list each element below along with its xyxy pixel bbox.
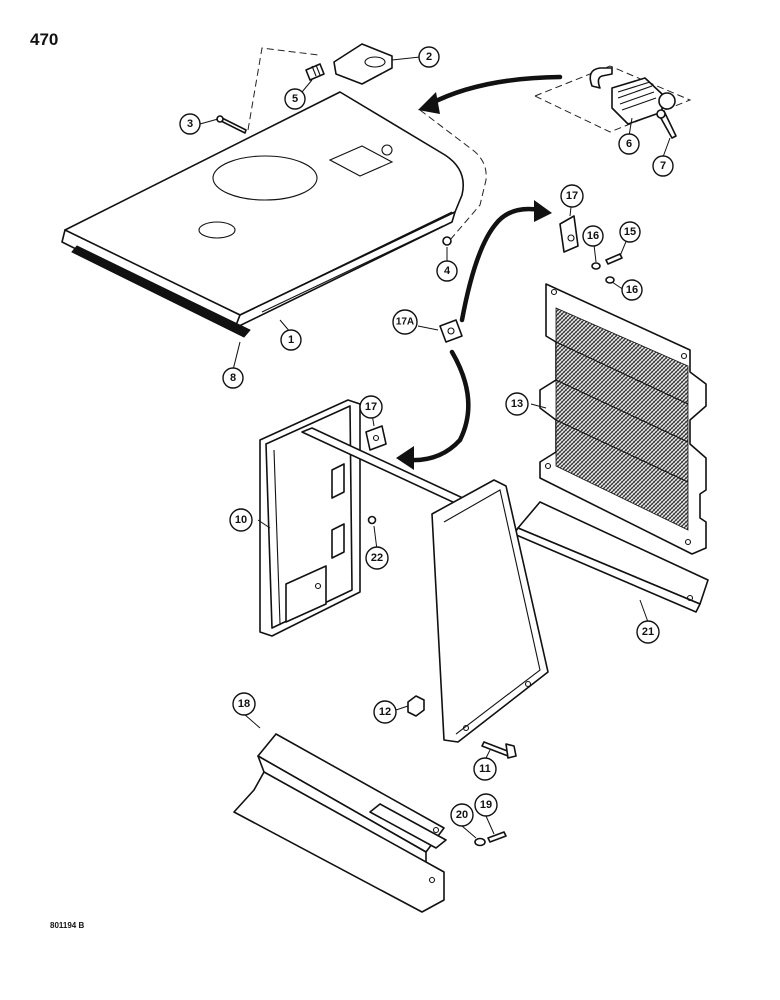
- washer-upper: [591, 262, 601, 270]
- screw: [216, 115, 247, 134]
- svg-text:7: 7: [660, 160, 666, 172]
- callout-16-upper: 16: [582, 225, 604, 247]
- callout-6: 6: [618, 133, 640, 155]
- svg-text:20: 20: [456, 809, 468, 821]
- svg-text:15: 15: [624, 226, 636, 238]
- frame-nut: [367, 515, 377, 525]
- side-panel: [431, 479, 549, 743]
- svg-text:13: 13: [511, 398, 523, 410]
- seal-strip: [71, 245, 251, 338]
- hinge-spring: [305, 63, 325, 81]
- svg-text:17A: 17A: [396, 317, 414, 328]
- callout-21: 21: [636, 620, 660, 644]
- svg-text:3: 3: [187, 118, 193, 130]
- callout-3: 3: [179, 113, 201, 135]
- callout-10: 10: [229, 508, 253, 532]
- svg-text:16: 16: [587, 230, 599, 242]
- callout-16-lower: 16: [621, 279, 643, 301]
- angle-bracket: [513, 501, 709, 613]
- bottom-washer: [474, 837, 486, 847]
- callout-7: 7: [652, 155, 674, 177]
- svg-text:6: 6: [626, 138, 632, 150]
- callout-12: 12: [373, 700, 397, 724]
- svg-text:17: 17: [365, 401, 377, 413]
- callout-15: 15: [619, 221, 641, 243]
- svg-text:11: 11: [479, 763, 491, 775]
- bottom-bracket: [233, 733, 447, 913]
- callout-4: 4: [436, 260, 458, 282]
- callout-18: 18: [232, 692, 256, 716]
- callout-5: 5: [284, 88, 306, 110]
- callout-17-upper: 17: [560, 184, 584, 208]
- side-frame: [259, 399, 361, 637]
- svg-text:10: 10: [235, 514, 247, 526]
- hex-bolt: [481, 741, 517, 759]
- latch-upper: [559, 215, 579, 253]
- lock-plate: [333, 43, 393, 85]
- callout-22: 22: [365, 546, 389, 570]
- latch-17A: [439, 319, 463, 343]
- bolt-upper: [605, 253, 623, 265]
- callout-11: 11: [473, 757, 497, 781]
- drawing-code: 801194 B: [50, 921, 85, 930]
- callout-17-lower: 17: [359, 395, 383, 419]
- svg-text:1: 1: [288, 334, 294, 346]
- svg-text:8: 8: [230, 372, 236, 384]
- grille-panel: [539, 283, 707, 555]
- svg-text:12: 12: [379, 706, 391, 718]
- callout-8: 8: [222, 367, 244, 389]
- callout-2: 2: [418, 46, 440, 68]
- svg-text:18: 18: [238, 698, 250, 710]
- washer-lower: [605, 276, 615, 284]
- nut: [442, 236, 452, 246]
- svg-text:2: 2: [426, 51, 432, 63]
- svg-text:17: 17: [566, 190, 578, 202]
- svg-text:21: 21: [642, 626, 654, 638]
- svg-text:4: 4: [444, 265, 451, 277]
- hood-cover: [61, 47, 487, 329]
- hex-nut: [407, 695, 425, 717]
- bottom-bolt: [487, 831, 507, 843]
- svg-text:22: 22: [371, 552, 383, 564]
- latch-lower: [365, 425, 387, 451]
- callout-13: 13: [505, 392, 529, 416]
- padlock-assembly: [533, 65, 692, 139]
- assembly-arrows: [396, 74, 563, 470]
- callout-19: 19: [474, 793, 498, 817]
- callout-1: 1: [280, 329, 302, 351]
- page-number: 470: [30, 30, 59, 49]
- svg-text:16: 16: [626, 284, 638, 296]
- svg-text:5: 5: [292, 93, 298, 105]
- callout-17A: 17A: [392, 309, 418, 335]
- svg-text:19: 19: [480, 799, 492, 811]
- callout-20: 20: [450, 803, 474, 827]
